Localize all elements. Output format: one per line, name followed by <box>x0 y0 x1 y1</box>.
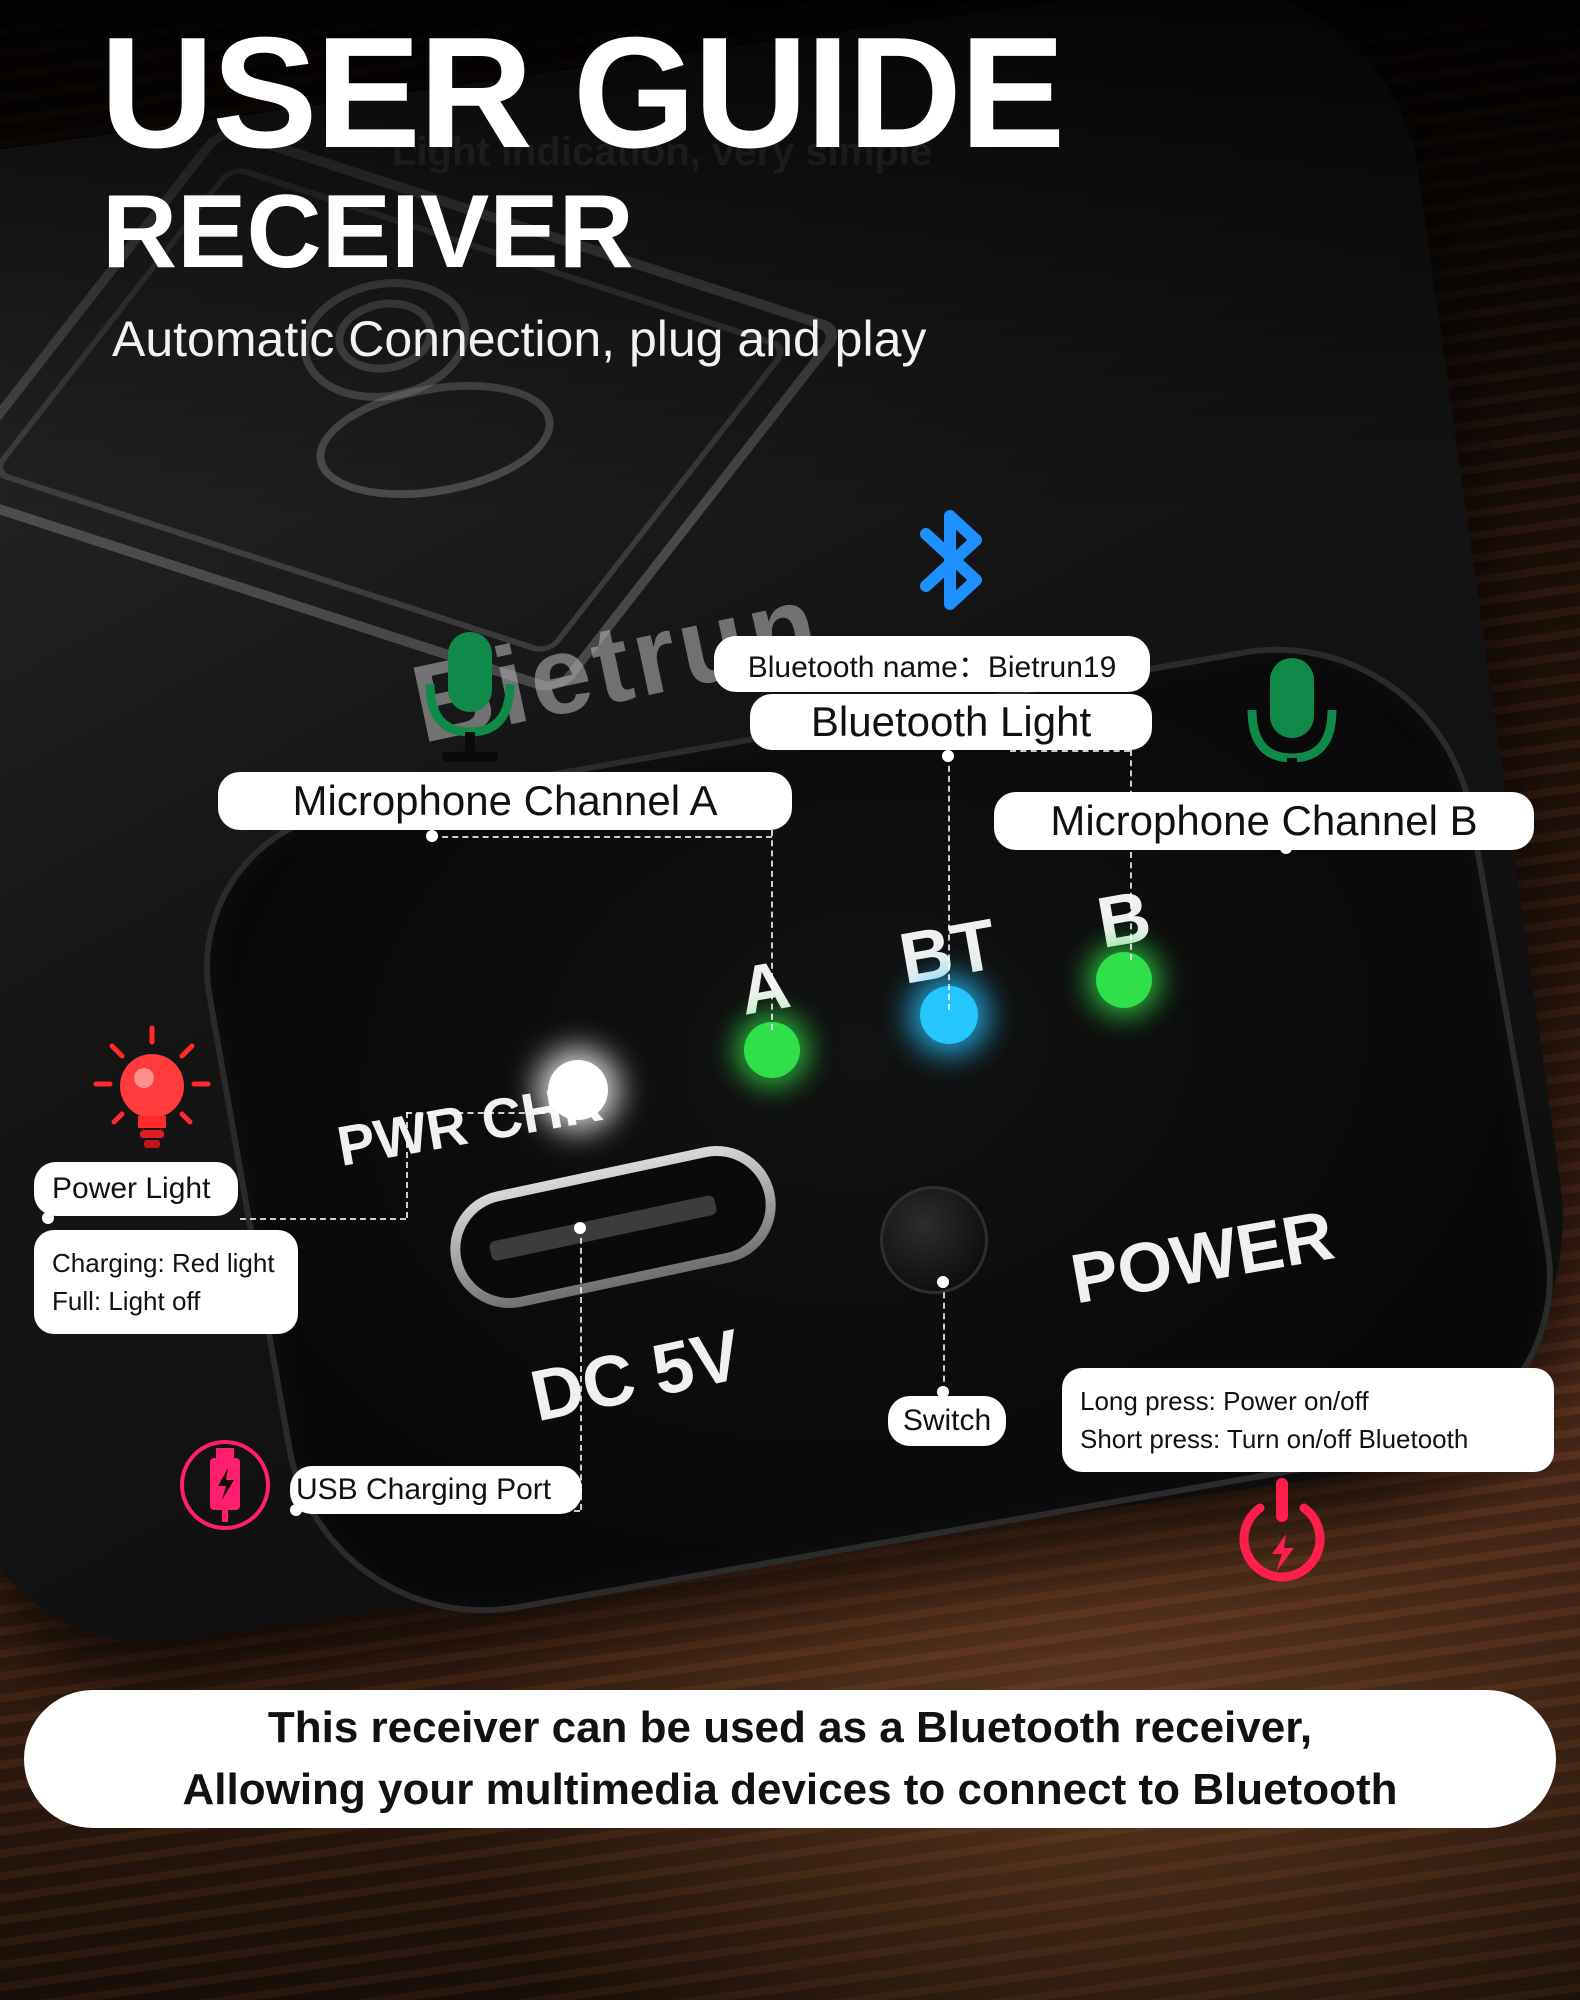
usb-port-label: USB Charging Port <box>290 1466 582 1514</box>
microphone-icon <box>425 632 515 762</box>
leader-line <box>406 1112 408 1218</box>
leader-line <box>240 1218 406 1220</box>
anchor-dot <box>937 1276 949 1288</box>
page-subtitle: RECEIVER <box>102 174 634 290</box>
page-tagline: Automatic Connection, plug and play <box>112 311 927 367</box>
bluetooth-light-label: Bluetooth Light <box>750 694 1152 750</box>
bluetooth-icon <box>920 510 982 610</box>
usb-charging-icon <box>180 1440 270 1530</box>
bluetooth-name-label: Bluetooth name：Bietrun19 <box>714 636 1150 692</box>
leader-line <box>406 1112 576 1114</box>
top-shade <box>0 0 1580 520</box>
lightbulb-icon <box>93 1025 211 1148</box>
power-led <box>548 1060 608 1120</box>
channel-a-led <box>744 1022 800 1078</box>
power-press-note-line2: Short press: Turn on/off Bluetooth <box>1080 1424 1469 1454</box>
leader-line <box>580 1228 582 1510</box>
anchor-dot <box>574 1222 586 1234</box>
info-banner-line1: This receiver can be used as a Bluetooth… <box>267 1703 1313 1752</box>
charging-note: Charging: Red light Full: Light off <box>34 1230 298 1334</box>
anchor-dot <box>942 750 954 762</box>
power-light-label: Power Light <box>34 1162 238 1216</box>
anchor-dot <box>937 1386 949 1398</box>
microphone-icon <box>1247 658 1337 788</box>
power-press-note-line1: Long press: Power on/off <box>1080 1386 1369 1416</box>
leader-line <box>1010 750 1130 752</box>
power-press-note: Long press: Power on/off Short press: Tu… <box>1062 1368 1554 1472</box>
leader-line <box>948 756 950 1010</box>
leader-line <box>1130 750 1132 960</box>
leader-line <box>771 830 773 1030</box>
power-switch-button <box>880 1186 988 1294</box>
page-title: USER GUIDE <box>100 5 1065 181</box>
anchor-dot <box>426 830 438 842</box>
mic-channel-a-label: Microphone Channel A <box>218 772 792 830</box>
charging-note-line1: Charging: Red light <box>52 1248 275 1278</box>
charging-note-line2: Full: Light off <box>52 1286 201 1316</box>
info-banner: This receiver can be used as a Bluetooth… <box>24 1690 1556 1828</box>
leader-line <box>943 1282 945 1392</box>
leader-line <box>432 836 772 838</box>
usb-port-tongue <box>488 1194 718 1262</box>
mic-channel-b-label: Microphone Channel B <box>994 792 1534 850</box>
channel-b-led <box>1096 952 1152 1008</box>
info-banner-line2: Allowing your multimedia devices to conn… <box>182 1765 1398 1814</box>
switch-label: Switch <box>888 1396 1006 1446</box>
ghost-caption: Light indication, very simple <box>392 130 933 174</box>
power-icon <box>1239 1478 1325 1582</box>
